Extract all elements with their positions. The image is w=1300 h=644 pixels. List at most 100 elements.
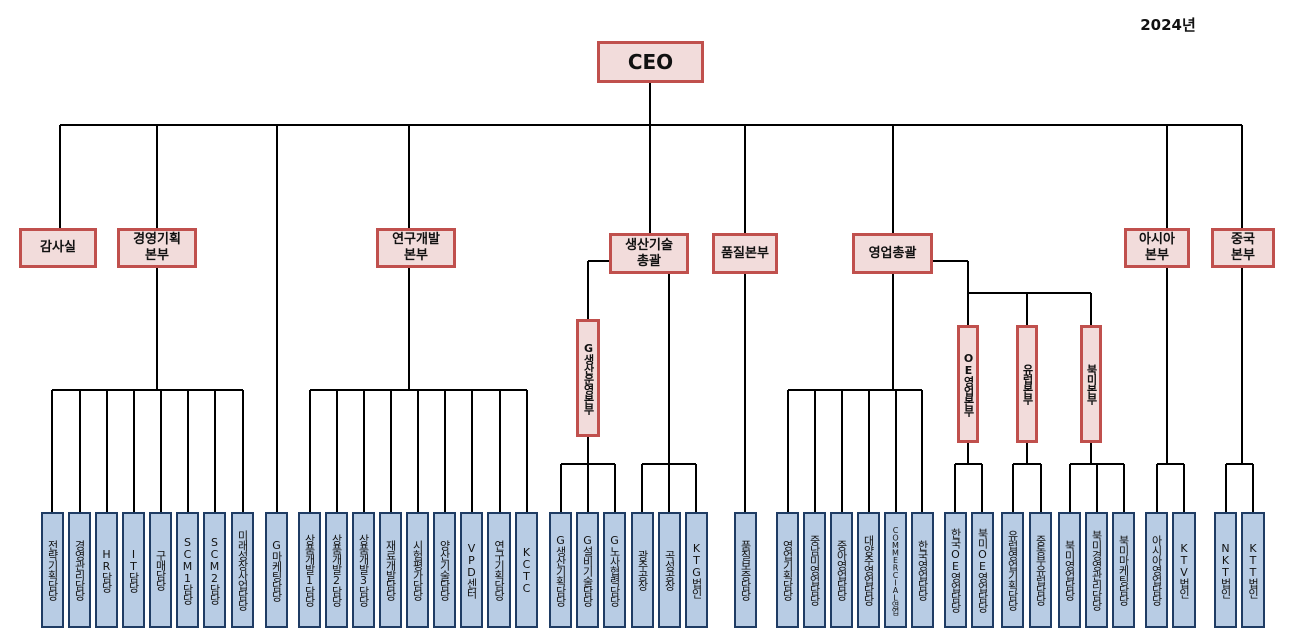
team-box: KTT법인	[1241, 512, 1265, 628]
division-label: 품질본부	[721, 245, 769, 261]
team-box: 미래성장사업담당	[231, 512, 254, 628]
team-box: 영업기획담당	[776, 512, 799, 628]
ceo-label: CEO	[627, 50, 674, 74]
subunit-label: 북미본부	[1085, 364, 1098, 404]
team-label: 상품개발2담당	[330, 534, 343, 606]
division-asia: 아시아 본부	[1124, 228, 1190, 268]
team-box: 북미경영관리담당	[1085, 512, 1108, 628]
division-label: 영업총괄	[868, 245, 917, 261]
team-box: 곡성공장	[658, 512, 681, 628]
team-box: 상품개발3담당	[352, 512, 375, 628]
team-label: 구매담당	[154, 550, 167, 590]
team-box: 한국영업담당	[911, 512, 934, 628]
team-label: NKT법인	[1219, 542, 1232, 598]
ceo-box: CEO	[597, 41, 704, 83]
subunit-g-production-ops: G생산운영본부	[576, 319, 600, 437]
team-label: 아시아영업담당	[1150, 535, 1163, 605]
team-box: G설비기술담당	[576, 512, 599, 628]
division-sales: 영업총괄	[852, 233, 933, 274]
subunit-label: OE영업본부	[962, 352, 975, 416]
subunit-north-america: 북미본부	[1080, 325, 1102, 443]
team-box: 경영관리담당	[68, 512, 91, 628]
team-label: 상품개발3담당	[357, 534, 370, 606]
division-rnd: 연구개발 본부	[376, 228, 456, 268]
subunit-europe: 유럽본부	[1016, 325, 1038, 443]
subunit-label: 유럽본부	[1021, 364, 1034, 404]
team-box: IT담당	[122, 512, 145, 628]
division-label: 감사실	[40, 240, 76, 255]
team-label: 시험평가담당	[411, 540, 424, 600]
team-label: 연구기획담당	[492, 540, 506, 600]
division-quality: 품질본부	[712, 233, 778, 274]
team-box: KTV법인	[1172, 512, 1196, 628]
team-label: G마케팅담당	[270, 539, 283, 601]
team-label: G노사협력담당	[608, 534, 621, 606]
team-box: SCM1담당	[176, 512, 199, 628]
team-label: 북미영업담당	[1063, 540, 1076, 600]
team-label: HR담당	[100, 548, 113, 592]
team-label: KTT법인	[1246, 542, 1260, 598]
team-label: 미래성장사업담당	[236, 530, 249, 610]
team-box: 상품개발2담당	[325, 512, 348, 628]
division-production-tech: 생산기술 총괄	[609, 233, 689, 274]
team-label: SCM1담당	[181, 536, 194, 604]
team-box: COMMERCIAL영업	[884, 512, 907, 628]
division-label: 생산기술 총괄	[625, 237, 673, 269]
team-box: 유럽영업기획담당	[1001, 512, 1024, 628]
team-box: G생산기획담당	[549, 512, 572, 628]
division-management-planning: 경영기획 본부	[117, 228, 197, 268]
team-label: G설비기술담당	[581, 534, 594, 606]
team-label: SCM2담당	[208, 536, 221, 604]
division-audit: 감사실	[19, 228, 97, 268]
team-label: 유럽영업기획담당	[1006, 530, 1019, 610]
team-box: KTG법인	[685, 512, 708, 628]
division-china: 중국 본부	[1211, 228, 1275, 268]
team-box: G노사협력담당	[603, 512, 626, 628]
subunit-oe-sales: OE영업본부	[957, 325, 979, 443]
team-label: 대양주영업담당	[862, 535, 875, 605]
team-box: 중아영업담당	[830, 512, 853, 628]
team-box: VPD센터	[460, 512, 483, 628]
team-box: 아시아영업담당	[1145, 512, 1168, 628]
team-box: 시험평가담당	[406, 512, 429, 628]
division-label: 아시아 본부	[1139, 232, 1175, 263]
team-label: 재료개발담당	[384, 540, 397, 600]
team-box: HR담당	[95, 512, 118, 628]
team-label: 한국영업담당	[916, 540, 929, 600]
team-label: KCTC	[520, 546, 533, 594]
division-label: 연구개발 본부	[392, 232, 440, 263]
division-label: 경영기획 본부	[133, 232, 181, 263]
team-label: 양산기술담당	[438, 540, 451, 600]
team-label: 품질보증담당	[739, 540, 752, 600]
team-label: 중아영업담당	[835, 540, 848, 600]
team-label: 영업기획담당	[781, 540, 794, 600]
team-label: IT담당	[127, 548, 140, 592]
team-box: 북미마케팅담당	[1112, 512, 1135, 628]
team-box: 상품개발1담당	[298, 512, 321, 628]
team-label: COMMERCIAL영업	[891, 526, 900, 614]
team-box: NKT법인	[1214, 512, 1237, 628]
team-box: 북미OE영업담당	[971, 512, 994, 628]
team-label: 전략기획담당	[46, 540, 59, 600]
team-box: 전략기획담당	[41, 512, 64, 628]
team-label: 중남미영업담당	[808, 535, 821, 605]
team-box: 양산기술담당	[433, 512, 456, 628]
team-label: 상품개발1담당	[303, 534, 316, 606]
team-label: 북미마케팅담당	[1117, 535, 1130, 605]
team-label: KTG법인	[690, 542, 703, 598]
subunit-label: G생산운영본부	[582, 342, 595, 414]
division-label: 중국 본부	[1231, 232, 1255, 263]
team-box: 연구기획담당	[487, 512, 511, 628]
team-label: KTV법인	[1177, 542, 1191, 598]
team-box: SCM2담당	[203, 512, 226, 628]
team-box: 중동부유럽담당	[1029, 512, 1052, 628]
team-box: 한국OE영업담당	[944, 512, 967, 628]
team-box: 대양주영업담당	[857, 512, 880, 628]
team-label: 곡성공장	[663, 550, 676, 590]
team-label: 경영관리담당	[73, 540, 86, 600]
team-label: VPD센터	[465, 542, 478, 598]
team-box: 품질보증담당	[734, 512, 757, 628]
chart-year: 2024년	[1140, 16, 1196, 34]
team-box: 구매담당	[149, 512, 172, 628]
